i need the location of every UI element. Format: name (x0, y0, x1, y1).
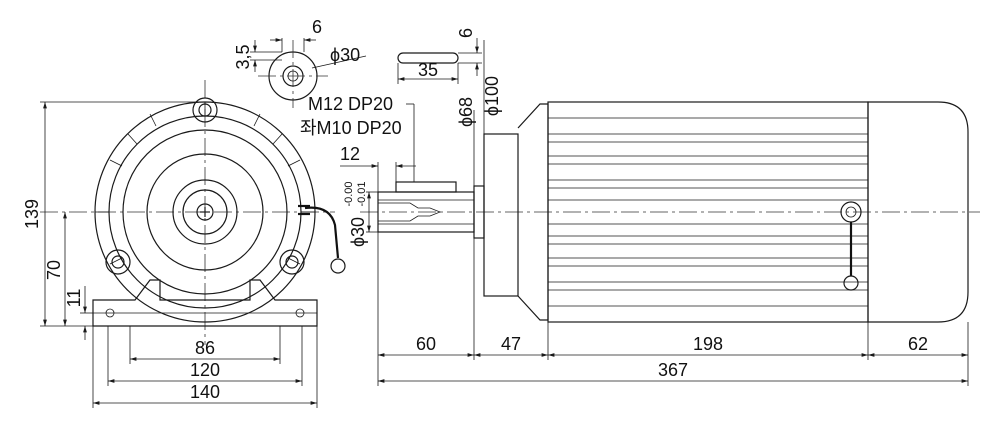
dim-cover-length: 62 (908, 334, 928, 354)
dim-foot-thickness: 11 (64, 289, 84, 308)
dim-body-length: 198 (693, 334, 723, 354)
dim-flange-length: 47 (501, 334, 521, 354)
shaft-end-detail: 6 3,5 ϕ30 (233, 17, 367, 108)
dim-overall-height: 139 (22, 199, 42, 229)
side-view: ϕ100 ϕ68 M12 DP20 좌M10 DP20 12 ϕ30 -0.00… (300, 40, 980, 386)
label-tap-alt: 좌M10 DP20 (300, 118, 402, 138)
dim-shaft-dia: ϕ30 (348, 217, 368, 247)
dim-overall-length: 367 (658, 360, 688, 380)
dim-key-length: 35 (418, 60, 438, 80)
dim-base-width: 140 (190, 382, 220, 402)
dim-flange-dia: ϕ100 (482, 76, 502, 116)
dim-key-height: 6 (456, 28, 476, 38)
dim-key-offset: 12 (340, 144, 360, 164)
dim-keyway-width: 6 (312, 17, 322, 37)
dim-center-height: 70 (44, 260, 64, 280)
dim-keyway-depth: 3,5 (233, 44, 253, 69)
dim-hole-spacing: 86 (195, 338, 215, 358)
dim-shaft-length: 60 (416, 334, 436, 354)
dim-pilot-dia: ϕ68 (456, 97, 476, 127)
dim-foot-width: 120 (190, 360, 220, 380)
label-tap-main: M12 DP20 (308, 94, 393, 114)
front-view: 139 70 11 86 120 140 (22, 80, 346, 408)
key-detail: 35 6 (397, 28, 482, 84)
dim-shaft-tol-upper: -0.00 (343, 181, 355, 206)
dim-shaft-dia-small: ϕ30 (330, 45, 360, 65)
dim-shaft-tol-lower: -0.01 (356, 181, 368, 206)
